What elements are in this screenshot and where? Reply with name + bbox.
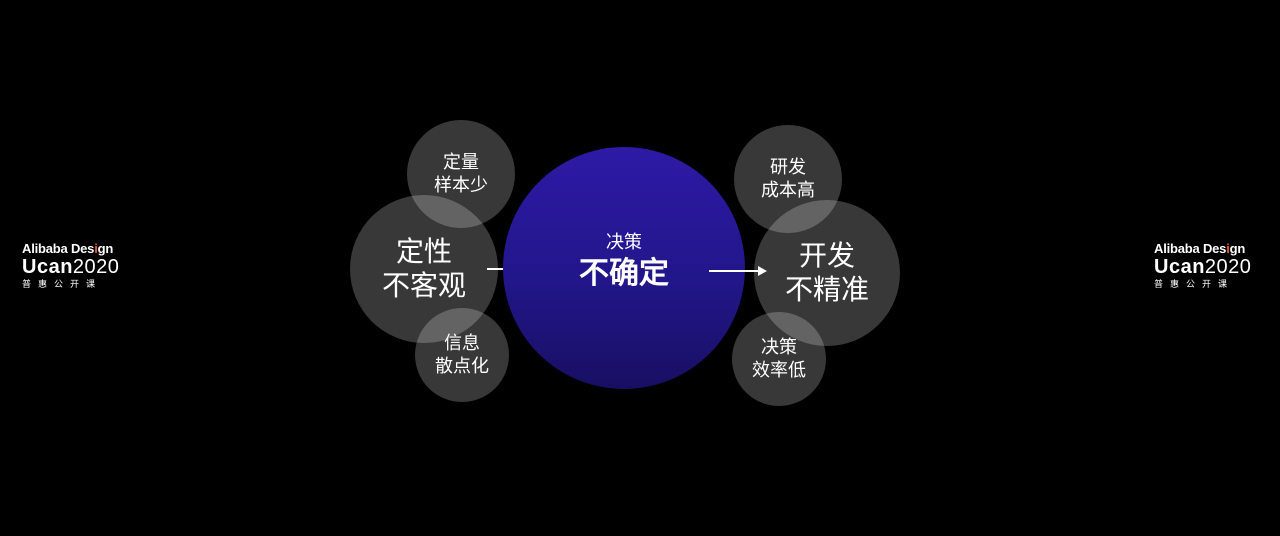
bubble-line: 信息: [444, 333, 480, 354]
logo-ucan-row: Ucan2020: [1154, 256, 1252, 278]
logo-tagline: 普惠公开课: [1154, 280, 1235, 290]
logo-brand-text: Alibaba Design: [22, 241, 114, 256]
center-title: 不确定: [579, 256, 669, 291]
bubble-line: 散点化: [435, 356, 489, 377]
bubble-line: 研发: [770, 157, 806, 178]
bubble-line: 样本少: [434, 175, 488, 196]
bubble-decision-efficiency-low: 决策 效率低: [732, 312, 826, 406]
bubble-dev-imprecise: 开发 不精准: [754, 200, 900, 346]
bubble-info-scattered: 信息 散点化: [415, 308, 509, 402]
logo-brand-text: Alibaba Design: [1154, 241, 1246, 256]
center-circle-decision-uncertain: 决策 不确定: [503, 147, 745, 389]
bubble-quantitative-small-sample: 定量 样本少: [407, 120, 515, 228]
bubble-line: 定性: [395, 235, 452, 268]
bubble-line: 效率低: [752, 360, 806, 381]
bubble-line: 成本高: [761, 180, 815, 201]
bubble-line: 开发: [798, 239, 855, 272]
logo-tagline: 普惠公开课: [22, 280, 103, 290]
bubble-line: 不客观: [381, 269, 466, 302]
bubble-qualitative-not-objective: 定性 不客观: [350, 195, 498, 343]
bubble-rd-cost-high: 研发 成本高: [734, 125, 842, 233]
bubble-line: 不精准: [784, 273, 869, 306]
arrow-right-icon: [709, 266, 767, 276]
bubble-line: 定量: [443, 152, 479, 173]
center-subtitle: 决策: [606, 232, 642, 253]
logo-ucan-row: Ucan2020: [22, 256, 120, 278]
alibaba-design-ucan-logo-left: Alibaba Design Ucan2020 普惠公开课: [22, 242, 132, 290]
alibaba-design-ucan-logo-right: Alibaba Design Ucan2020 普惠公开课: [1154, 242, 1264, 290]
bubble-line: 决策: [761, 337, 797, 358]
